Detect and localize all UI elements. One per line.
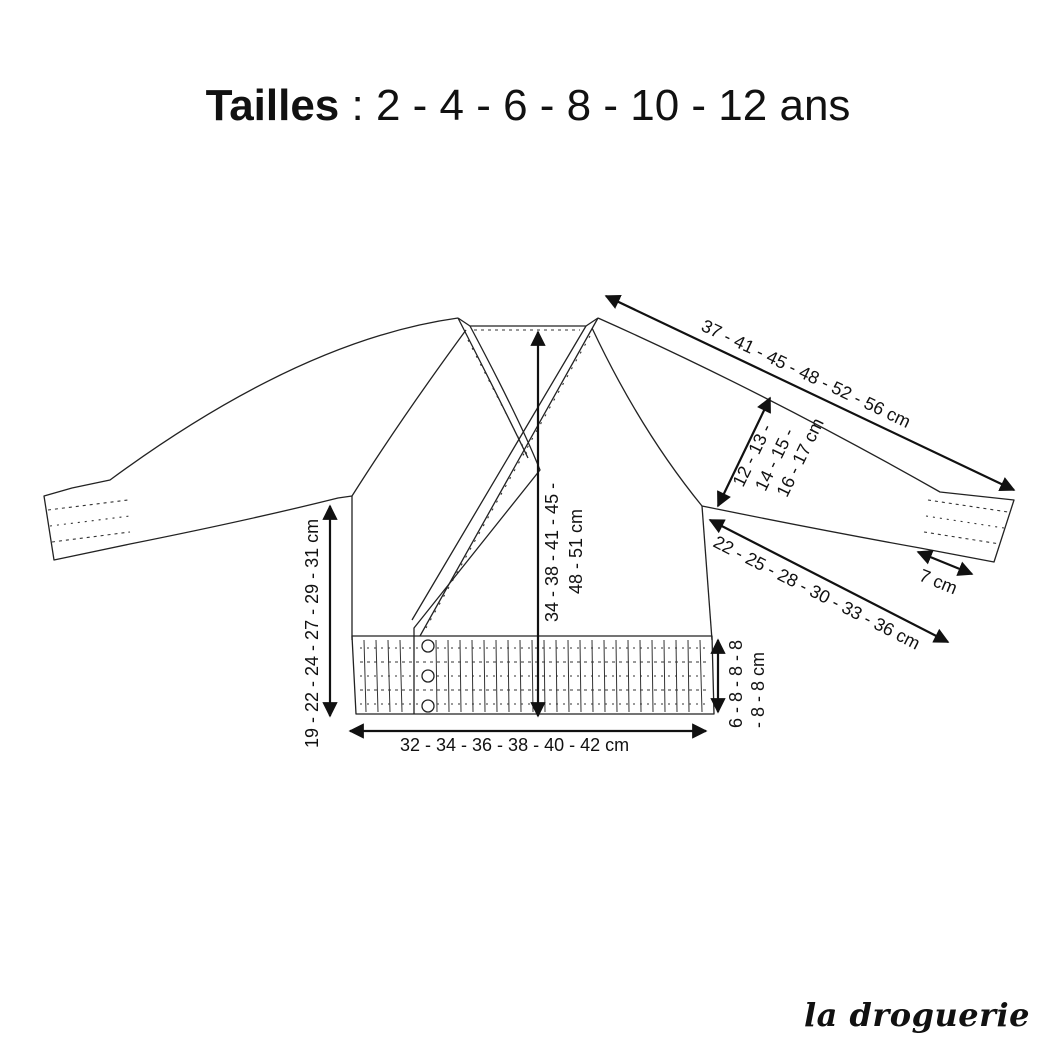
front-band-outer bbox=[413, 325, 541, 714]
page-title: Tailles : 2 - 4 - 6 - 8 - 10 - 12 ans bbox=[0, 78, 1056, 134]
front-band-inner bbox=[411, 317, 599, 637]
brand-logo: la droguerie bbox=[804, 996, 1030, 1034]
button-top bbox=[421, 639, 435, 653]
back-neck-edge bbox=[457, 317, 599, 327]
dimension-lines bbox=[322, 294, 1016, 739]
button-middle bbox=[421, 669, 435, 683]
title-label: Tailles bbox=[205, 81, 340, 130]
right-raglan bbox=[591, 327, 703, 507]
buttons bbox=[421, 639, 435, 713]
label-ribbing-height-line2: - 8 - 8 cm bbox=[748, 652, 768, 728]
label-body-length-line2: 48 - 51 cm bbox=[566, 509, 586, 594]
left-sleeve bbox=[43, 317, 459, 561]
ribbing-texture bbox=[363, 639, 703, 713]
label-hem-width: 32 - 34 - 36 - 38 - 40 - 42 cm bbox=[400, 735, 629, 755]
label-armhole-depth: 12 - 13 - 14 - 15 - 16 - 17 cm bbox=[729, 396, 828, 509]
left-raglan bbox=[351, 329, 467, 497]
arrow-sleeve-width bbox=[708, 519, 950, 643]
stitch-details bbox=[47, 329, 1009, 705]
arrow-cuff bbox=[916, 550, 974, 576]
arrow-sleeve-length bbox=[604, 294, 1016, 492]
button-bottom bbox=[421, 699, 435, 713]
label-ribbing-height-line1: 6 - 8 - 8 - 8 bbox=[726, 640, 746, 728]
label-side-length: 19 - 22 - 24 - 27 - 29 - 31 cm bbox=[302, 519, 322, 748]
title-separator: : bbox=[339, 81, 376, 130]
label-body-length: 34 - 38 - 41 - 45 - 48 - 51 cm bbox=[542, 478, 586, 622]
label-ribbing-height: 6 - 8 - 8 - 8 - 8 - 8 cm bbox=[726, 635, 768, 728]
label-sleeve-length: 37 - 41 - 45 - 48 - 52 - 56 cm bbox=[698, 316, 914, 432]
label-body-length-line1: 34 - 38 - 41 - 45 - bbox=[542, 483, 562, 622]
arrow-armhole-depth bbox=[717, 396, 771, 508]
label-cuff: 7 cm bbox=[917, 565, 961, 598]
ribbing-band bbox=[351, 635, 715, 715]
right-side bbox=[701, 505, 713, 641]
garment-outline bbox=[43, 317, 1015, 715]
title-sizes: 2 - 4 - 6 - 8 - 10 - 12 ans bbox=[375, 81, 851, 130]
